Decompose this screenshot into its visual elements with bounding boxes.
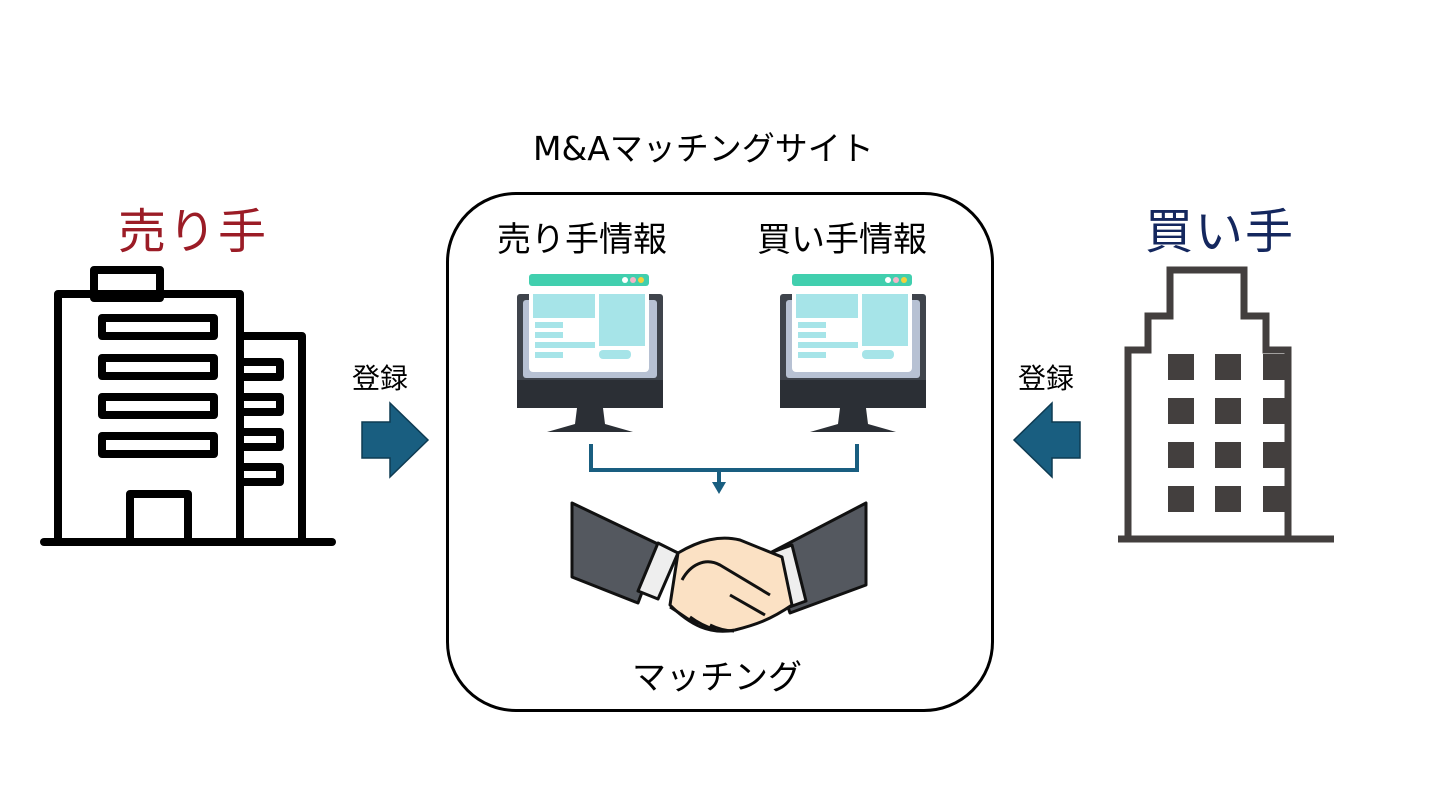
seller-monitor-icon <box>517 274 663 432</box>
arrow-right-icon <box>361 401 430 479</box>
arrow-left-icon <box>1012 401 1081 479</box>
merge-connector-arrow <box>589 444 859 494</box>
buyer-title: 買い手 <box>1145 204 1296 260</box>
buyer-monitor-icon <box>780 274 926 432</box>
site-title: M&Aマッチングサイト <box>533 129 874 168</box>
office-building-icon <box>40 266 336 546</box>
matching-site-box <box>446 192 994 712</box>
buyer-info-label: 買い手情報 <box>757 220 927 260</box>
matching-label: マッチング <box>632 658 802 698</box>
office-tower-icon <box>1118 266 1334 543</box>
seller-title: 売り手 <box>118 204 269 260</box>
seller-info-label: 売り手情報 <box>497 220 667 260</box>
register-label-seller: 登録 <box>352 362 409 395</box>
register-label-buyer: 登録 <box>1018 362 1075 395</box>
handshake-icon <box>570 501 868 633</box>
